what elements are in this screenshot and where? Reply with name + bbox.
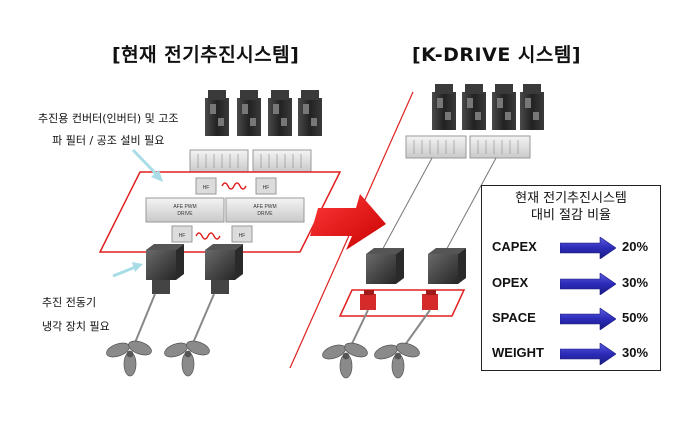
ratio-label: CAPEX: [492, 239, 537, 254]
right-switchgear-cabinets: [432, 84, 544, 130]
blue-arrow-icon: [560, 273, 616, 295]
note-line: 추진 전동기: [42, 296, 97, 309]
ratio-label: OPEX: [492, 275, 529, 290]
harmonic-wave-marks: [195, 182, 247, 240]
savings-ratio-panel: 현재 전기추진시스템 대비 절감 비율 CAPEX 20% OPEX 30% S…: [481, 185, 661, 371]
afe-label: DRIVE: [177, 211, 193, 217]
left-switchgear-cabinets: [205, 90, 322, 136]
hf-label: HF: [239, 233, 246, 239]
right-distribution-panels: [405, 135, 531, 159]
right-propulsion-motors: [366, 248, 466, 284]
heading-line: 현재 전기추진시스템: [515, 191, 627, 206]
blue-arrow-icon: [560, 343, 616, 365]
afe-label: DRIVE: [257, 211, 273, 217]
k-drive-integrated-units: [360, 290, 438, 310]
savings-panel-heading: 현재 전기추진시스템 대비 절감 비율: [482, 190, 660, 224]
left-converter-room-outline: [98, 171, 342, 253]
ratio-row-opex: OPEX 30%: [482, 272, 660, 296]
right-propellers: [322, 309, 431, 379]
ratio-label: SPACE: [492, 310, 536, 325]
left-propellers: [106, 293, 215, 377]
afe-label: AFE PWM: [253, 204, 276, 210]
blue-arrow-icon: [560, 237, 616, 259]
ratio-value: 30%: [622, 345, 649, 360]
afe-label: AFE PWM: [173, 204, 196, 210]
hf-label: HF: [179, 233, 186, 239]
note-line: 냉각 장치 필요: [42, 320, 110, 333]
left-distribution-panels: [189, 149, 312, 173]
right-system-title: [K-DRIVE 시스템]: [412, 44, 582, 66]
ratio-label: WEIGHT: [492, 345, 544, 360]
ratio-row-capex: CAPEX 20%: [482, 236, 660, 260]
afe-pwm-drive-cabinets: AFE PWM DRIVE AFE PWM DRIVE: [145, 197, 305, 223]
hf-label: HF: [263, 185, 270, 191]
left-system-title: [현재 전기추진시스템]: [112, 44, 300, 66]
ratio-row-space: SPACE 50%: [482, 307, 660, 331]
k-drive-integrated-outline: [338, 289, 466, 317]
ratio-value: 30%: [622, 275, 649, 290]
right-system: [322, 84, 544, 379]
transition-arrow: [310, 194, 386, 250]
ratio-value: 20%: [622, 239, 649, 254]
blue-arrow-icon: [560, 308, 616, 330]
note-line: 추진용 컨버터(인버터) 및 고조: [38, 112, 179, 125]
motor-cooling-note: 추진 전동기 냉각 장치 필요: [42, 291, 110, 339]
left-system: HF HF HF HF AFE PWM DRIVE AFE PWM DRIVE: [98, 90, 342, 377]
left-harmonic-filters: HF HF HF HF: [171, 177, 277, 243]
ratio-value: 50%: [622, 310, 649, 325]
left-propulsion-motors: [146, 244, 243, 294]
heading-line: 대비 절감 비율: [530, 208, 612, 223]
converter-requirement-note: 추진용 컨버터(인버터) 및 고조 파 필터 / 공조 설비 필요: [38, 108, 179, 152]
right-power-cables: [379, 157, 497, 255]
ratio-row-weight: WEIGHT 30%: [482, 342, 660, 366]
hf-label: HF: [203, 185, 210, 191]
note-line: 파 필터 / 공조 설비 필요: [52, 134, 165, 147]
callout-arrows: [112, 148, 163, 278]
